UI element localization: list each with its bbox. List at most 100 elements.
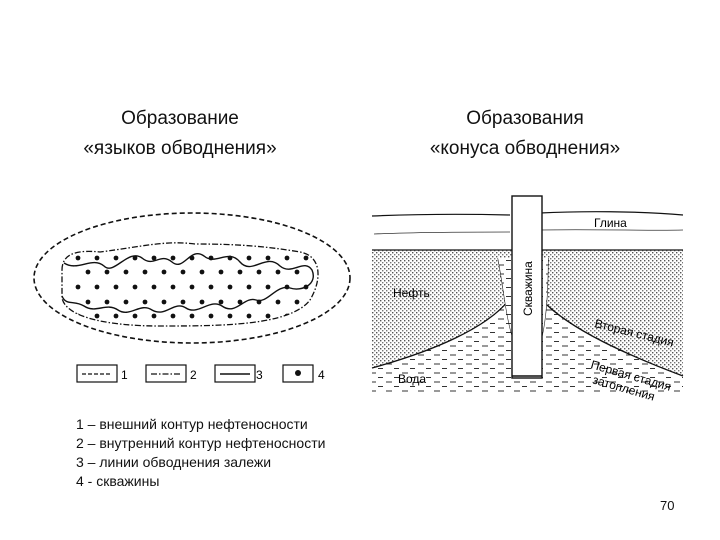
wells-group [75, 255, 309, 319]
well-dot [208, 284, 214, 290]
well-dot [246, 313, 252, 319]
outer-oil-contour [33, 212, 351, 344]
well-dot [142, 269, 148, 275]
left-diagram [33, 212, 351, 344]
well-dot [208, 255, 214, 261]
well-dot [294, 269, 300, 275]
well-dot [265, 284, 271, 290]
well-dot [170, 284, 176, 290]
well-dot [180, 269, 186, 275]
well-dot [284, 255, 290, 261]
well-dot [218, 269, 224, 275]
well-dot [85, 299, 91, 305]
well-dot [256, 269, 262, 275]
legend-list: 1 – внешний контур нефтеносности 2 – вну… [76, 415, 325, 491]
well-dot [132, 255, 138, 261]
right-heading-line-1: Образования [466, 108, 584, 129]
left-heading-line-2: «языков обводнения» [83, 138, 277, 159]
clay-middle-line [373, 229, 684, 235]
legend-well-sample [295, 370, 301, 376]
well-dot [294, 299, 300, 305]
well-dot [275, 299, 281, 305]
well-dot [161, 299, 167, 305]
well-dot [275, 269, 281, 275]
well-dot [132, 284, 138, 290]
well-dot [142, 299, 148, 305]
legend-item-1: 1 – внешний контур нефтеносности [76, 416, 308, 432]
well-dot [94, 255, 100, 261]
well-dot [75, 255, 81, 261]
right-diagram: Глина Нефть Скважина Вода Вторая стадия … [371, 195, 684, 404]
legend-swatches: 1 2 3 4 [76, 364, 325, 383]
well-dot [227, 284, 233, 290]
left-heading: Образование «языков обводнения» [30, 104, 330, 164]
well-dot [227, 313, 233, 319]
legend-item-4: 4 - скважины [76, 473, 160, 489]
well-pipe [511, 195, 543, 379]
well-dot [151, 255, 157, 261]
well-dot [123, 269, 129, 275]
well-dot [246, 284, 252, 290]
well-dot [85, 269, 91, 275]
legend-item-3: 3 – линии обводнения залежи [76, 454, 272, 470]
well-dot [170, 313, 176, 319]
well-dot [123, 299, 129, 305]
legend-key-label-2: 2 [190, 368, 197, 382]
legend-key-box-3 [214, 364, 256, 383]
well-dot [132, 313, 138, 319]
legend-key-label-4: 4 [318, 368, 325, 382]
well-dot [113, 313, 119, 319]
well-dot [75, 313, 81, 319]
legend-key-box-1 [76, 364, 118, 383]
well-dot [246, 255, 252, 261]
well-dot [218, 299, 224, 305]
well-dot [94, 284, 100, 290]
well-dot [75, 284, 81, 290]
well-dot [303, 255, 309, 261]
well-dot [104, 269, 110, 275]
well-dot [237, 269, 243, 275]
second-stage-water-right [542, 258, 548, 336]
watering-line [61, 253, 314, 313]
well-dot [94, 313, 100, 319]
water-label: Вода [398, 372, 426, 386]
well-dot [199, 269, 205, 275]
well-dot [189, 255, 195, 261]
well-dot [256, 299, 262, 305]
left-heading-line-1: Образование [121, 108, 239, 129]
page-number: 70 [660, 498, 675, 513]
right-heading-line-2: «конуса обводнения» [429, 138, 621, 159]
well-dot [265, 255, 271, 261]
well-dot [104, 299, 110, 305]
well-dot [189, 313, 195, 319]
inner-oil-contour [61, 242, 319, 327]
well-dot [151, 284, 157, 290]
well-dot [227, 255, 233, 261]
well-dot [284, 284, 290, 290]
well-dot [161, 269, 167, 275]
legend-key-box-2 [145, 364, 187, 383]
legend-item-2: 2 – внутренний контур нефтеносности [76, 435, 326, 451]
well-dot [199, 299, 205, 305]
well-dot [180, 299, 186, 305]
well-label: Скважина [521, 261, 535, 316]
well-dot [303, 313, 309, 319]
legend-key-label-1: 1 [121, 368, 128, 382]
well-dot [151, 313, 157, 319]
oil-label: Нефть [393, 286, 430, 300]
well-dot [265, 313, 271, 319]
well-dot [113, 255, 119, 261]
second-stage-water-left [498, 258, 512, 335]
well-dot [189, 284, 195, 290]
well-dot [237, 299, 243, 305]
legend-key-label-3: 3 [256, 368, 263, 382]
well-dot [113, 284, 119, 290]
right-heading: Образования «конуса обводнения» [370, 104, 680, 164]
clay-top-line [371, 211, 684, 217]
clay-label: Глина [594, 216, 627, 230]
well-dot [303, 284, 309, 290]
first-stage-boundary [371, 295, 513, 369]
well-dot [208, 313, 214, 319]
first-stage-boundary-right [541, 299, 684, 377]
